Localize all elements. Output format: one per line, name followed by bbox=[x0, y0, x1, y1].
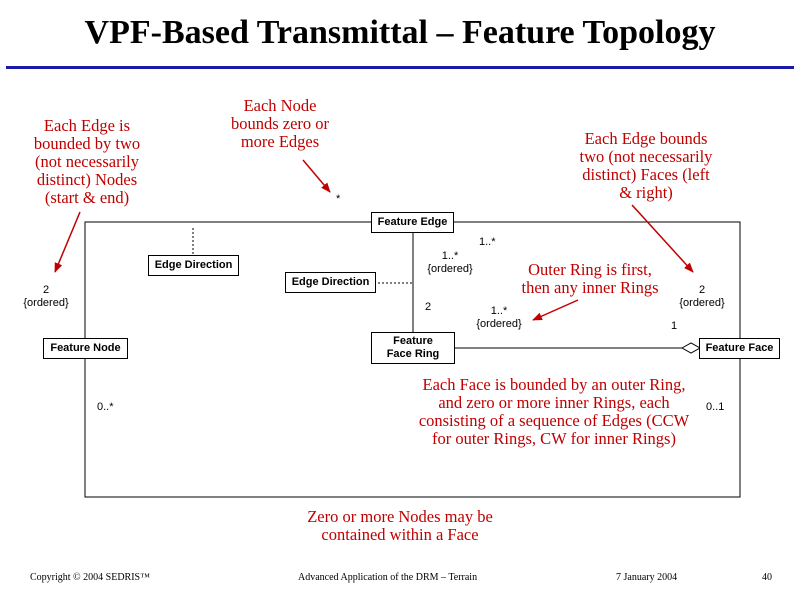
feature-face-ring-class: Feature Face Ring bbox=[371, 332, 455, 364]
edge-direction-class-left: Edge Direction bbox=[148, 255, 239, 276]
ring-lower-multiplicity: 1..* {ordered} bbox=[472, 305, 526, 331]
arrow-to-edge-star bbox=[302, 159, 331, 193]
note-line: and zero or more inner Rings, each bbox=[438, 393, 670, 412]
note-line: (start & end) bbox=[44, 188, 130, 207]
note-line: distinct) Faces (left bbox=[582, 165, 710, 184]
face-two-ordered: {ordered} bbox=[679, 297, 725, 309]
note-line: consisting of a sequence of Edges (CCW bbox=[418, 411, 690, 430]
edge-face-association bbox=[454, 221, 741, 339]
note-edge-bounds-faces: Each Edge bounds two (not necessarily di… bbox=[548, 130, 744, 202]
footer-copyright: Copyright © 2004 SEDRIS™ bbox=[30, 572, 150, 583]
arrow-to-ring-ordered bbox=[532, 299, 579, 321]
node-edge-star: * bbox=[336, 193, 341, 205]
title-rule bbox=[6, 66, 794, 69]
note-line: Each Edge is bbox=[43, 116, 131, 135]
note-outer-ring-first: Outer Ring is first, then any inner Ring… bbox=[492, 261, 688, 297]
note-line: (not necessarily bbox=[34, 152, 139, 171]
note-line: Each Face is bounded by an outer Ring, bbox=[422, 375, 686, 394]
note-edge-bounded-by-nodes: Each Edge is bounded by two (not necessa… bbox=[14, 117, 160, 207]
node-two-value: 2 bbox=[42, 284, 50, 296]
note-line: distinct) Nodes bbox=[36, 170, 138, 189]
note-line: Each Node bbox=[243, 96, 317, 115]
edge-ring-mid-value: 1..* bbox=[441, 250, 459, 262]
note-line: for outer Rings, CW for inner Rings) bbox=[432, 429, 676, 448]
ring-lower-ordered: {ordered} bbox=[476, 318, 522, 330]
feature-edge-class: Feature Edge bbox=[371, 212, 454, 233]
arrow-to-node-multiplicity bbox=[54, 211, 81, 273]
face-two-multiplicity: 2 {ordered} bbox=[675, 284, 729, 310]
footer-page-number: 40 bbox=[762, 572, 772, 583]
edge-ring-mid-ordered: {ordered} bbox=[427, 263, 473, 275]
arrow-to-face-multiplicity bbox=[631, 204, 694, 273]
note-face-bounded-by-rings: Each Face is bounded by an outer Ring, a… bbox=[368, 376, 740, 448]
feature-face-class: Feature Face bbox=[699, 338, 780, 359]
note-nodes-within-face: Zero or more Nodes may be contained with… bbox=[270, 508, 530, 544]
note-line: Outer Ring is first, bbox=[528, 260, 652, 279]
note-line: contained within a Face bbox=[321, 525, 479, 544]
aggregation-diamond bbox=[680, 342, 702, 354]
node-zero-many-multiplicity: 0..* bbox=[97, 401, 114, 413]
note-line: two (not necessarily bbox=[579, 147, 713, 166]
node-face-association bbox=[84, 358, 741, 498]
feature-node-class: Feature Node bbox=[43, 338, 128, 359]
feature-face-ring-label-line2: Face Ring bbox=[386, 348, 440, 360]
node-two-ordered: {ordered} bbox=[23, 297, 69, 309]
edge-direction-class-right: Edge Direction bbox=[285, 272, 376, 293]
note-line: & right) bbox=[619, 183, 673, 202]
node-two-multiplicity: 2 {ordered} bbox=[20, 284, 72, 310]
note-line: Each Edge bounds bbox=[584, 129, 708, 148]
face-two-value: 2 bbox=[698, 284, 706, 296]
note-line: Zero or more Nodes may be bbox=[307, 507, 493, 526]
note-line: bounded by two bbox=[33, 134, 141, 153]
face-zero-one-multiplicity: 0..1 bbox=[706, 401, 725, 413]
note-node-bounds-edges: Each Node bounds zero or more Edges bbox=[205, 97, 355, 151]
node-edge-association bbox=[84, 221, 372, 358]
ring-two-multiplicity: 2 bbox=[425, 301, 432, 313]
footer-date: 7 January 2004 bbox=[616, 572, 678, 583]
note-line: bounds zero or bbox=[230, 114, 330, 133]
slide-title: VPF-Based Transmittal – Feature Topology bbox=[84, 14, 716, 51]
footer-subject: Advanced Application of the DRM – Terrai… bbox=[298, 572, 478, 583]
edge-ring-top-multiplicity: 1..* bbox=[479, 236, 496, 248]
ring-lower-value: 1..* bbox=[490, 305, 508, 317]
note-line: then any inner Rings bbox=[521, 278, 659, 297]
face-one-multiplicity: 1 bbox=[671, 320, 678, 332]
note-line: more Edges bbox=[240, 132, 320, 151]
edge-ring-mid-multiplicity: 1..* {ordered} bbox=[424, 250, 476, 276]
feature-face-ring-label-line1: Feature bbox=[393, 335, 433, 347]
